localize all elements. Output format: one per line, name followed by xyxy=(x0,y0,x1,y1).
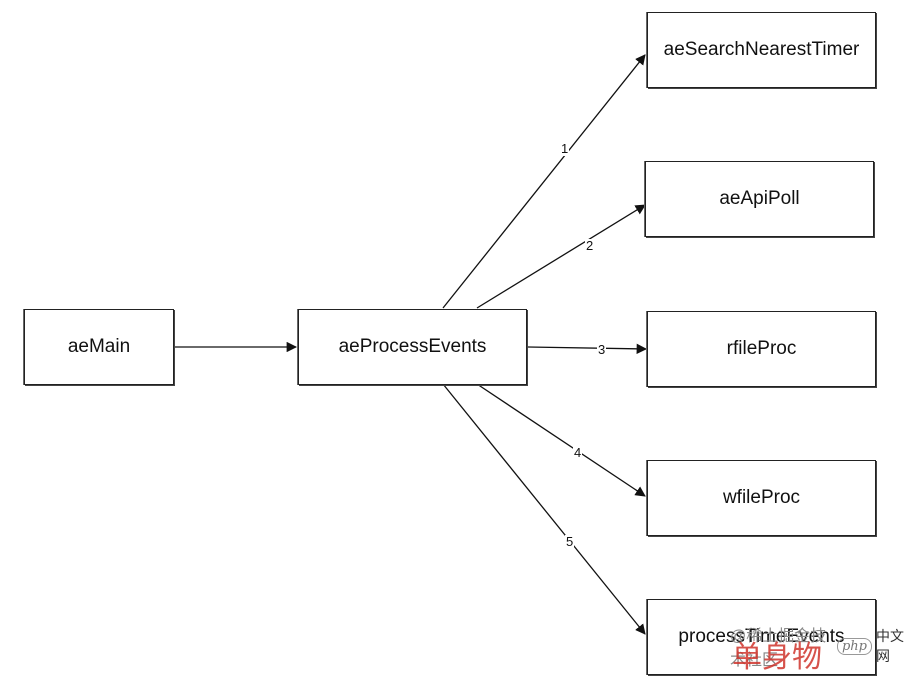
watermark-cn-text: 中文网 xyxy=(876,628,905,664)
node-processtimeevents: processTimeEvents xyxy=(647,599,876,675)
watermark-php-logo: php xyxy=(836,637,873,655)
edge-label-5: 5 xyxy=(565,534,575,549)
edge-5 xyxy=(442,383,646,635)
edge-label-1: 1 xyxy=(560,141,570,156)
watermark-at-text: @稀土掘金技术社区 xyxy=(730,628,827,669)
watermark-red-text: 单身物 xyxy=(732,640,822,675)
edge-label-3: 3 xyxy=(597,342,607,357)
node-rfileproc: rfileProc xyxy=(647,311,876,387)
node-aeapipoll: aeApiPoll xyxy=(645,161,874,237)
edge-label-2: 2 xyxy=(585,238,595,253)
edge-label-4: 4 xyxy=(573,445,583,460)
node-wfileproc: wfileProc xyxy=(647,460,876,536)
watermark: @稀土掘金技术社区 php 中文网 xyxy=(730,622,906,670)
edge-4 xyxy=(476,383,646,497)
edge-3 xyxy=(527,343,648,355)
edge-1 xyxy=(442,54,646,309)
edge-2 xyxy=(476,204,646,309)
node-aemain: aeMain xyxy=(24,309,174,385)
node-aesearchnearesttimer: aeSearchNearestTimer xyxy=(647,12,876,88)
node-aeprocessevents: aeProcessEvents xyxy=(298,309,527,385)
